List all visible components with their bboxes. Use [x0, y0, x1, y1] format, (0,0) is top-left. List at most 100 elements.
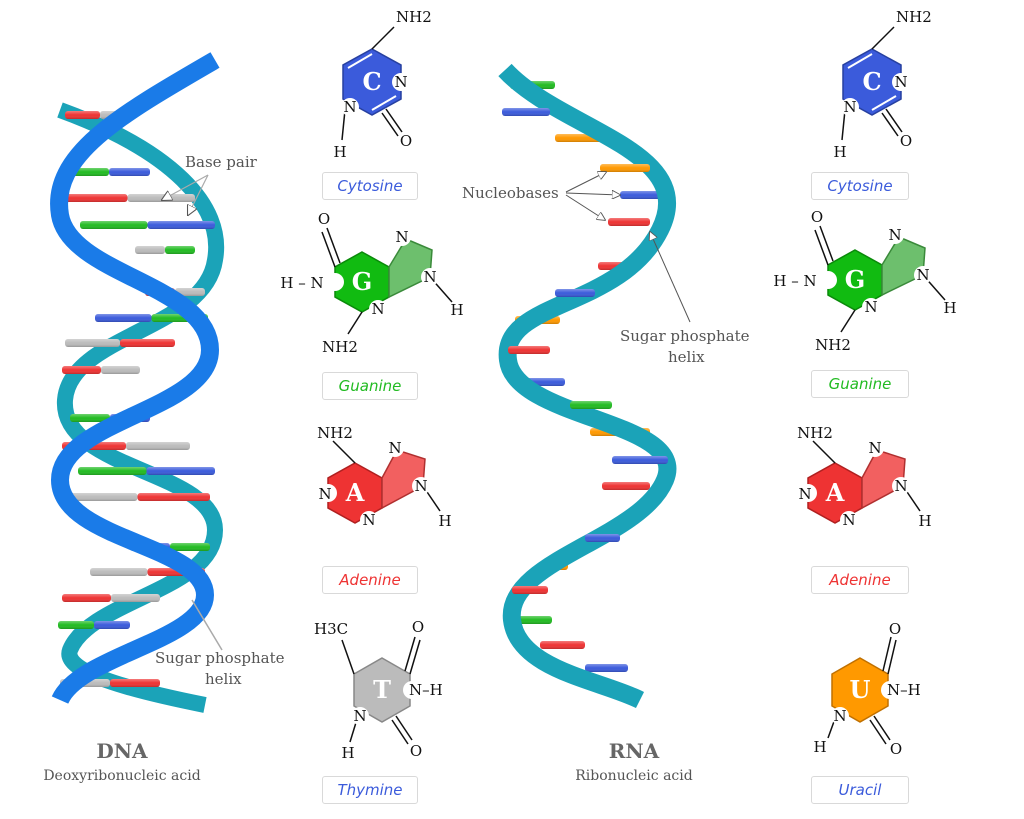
rna-nucleobase-18 [512, 586, 548, 594]
dna-base-pair-2 [68, 168, 150, 176]
guanine-n7: N [395, 228, 408, 246]
adenine-n7: N [388, 439, 401, 457]
dna-back-strand [57, 102, 225, 713]
uracil-h: H [813, 738, 826, 756]
dna-subtitle: Deoxyribonucleic acid [43, 768, 200, 784]
cytosine-structure-rna: C NH2 N N H O [833, 8, 931, 161]
cytosine-n3: N [394, 73, 407, 91]
thymine-nh: N–H [409, 681, 443, 699]
uracil-letter: U [850, 675, 871, 704]
nucleobases-label: Nucleobases [462, 184, 559, 202]
guanine-letter: G [352, 267, 373, 296]
dna-front-strand [50, 52, 220, 705]
cytosine-structure-dna: C NH2 N N H O [333, 8, 431, 161]
rna-sugar-label-line1: Sugar phosphate [620, 327, 750, 345]
rna-nucleobase-20 [540, 641, 585, 649]
adenine-structure-dna: A NH2 N N N N H [317, 424, 451, 530]
cytosine-h: H [333, 143, 346, 161]
thymine-o2: O [410, 742, 422, 760]
cytosine-o-2: O [900, 132, 912, 150]
rna-nucleobase-6 [608, 218, 650, 226]
base-pair-arrow-1 [162, 174, 209, 200]
nucleobases-arrow-3 [565, 194, 605, 220]
guanine-nh2: NH2 [322, 338, 358, 356]
cytosine-n3-2: N [894, 73, 907, 91]
dna-base-pair-5 [135, 246, 195, 254]
guanine-name-rna: Guanine [811, 370, 909, 398]
base-pair-label: Base pair [185, 153, 258, 171]
adenine-name-dna: Adenine [322, 566, 418, 594]
thymine-structure: T H3C O N–H N H O [314, 618, 443, 762]
guanine-letter-2: G [845, 265, 866, 294]
guanine-n3: N [371, 300, 384, 318]
guanine-h: H [450, 301, 463, 319]
rna-nucleobase-16 [585, 534, 620, 542]
uracil-structure: U O N–H N H O [813, 620, 920, 758]
dna-sugar-label-line1: Sugar phosphate [155, 649, 285, 667]
adenine-n9: N [414, 477, 427, 495]
cytosine-name-rna: Cytosine [811, 172, 909, 200]
thymine-letter: T [373, 675, 391, 704]
adenine-structure-rna: A NH2 N N N N H [797, 424, 931, 530]
guanine-structure-rna: G O H – N N N N H NH2 [773, 208, 956, 354]
rna-nucleobase-4 [600, 164, 650, 172]
dna-base-pair-4 [80, 221, 215, 229]
guanine-n3-2: N [864, 298, 877, 316]
uracil-name: Uracil [811, 776, 909, 804]
dna-title: DNA [96, 739, 148, 763]
rna-nucleobases-front [502, 108, 668, 649]
dna-base-pair-3 [60, 194, 195, 202]
guanine-name-dna: Guanine [322, 372, 418, 400]
nucleobases-arrow-1 [565, 172, 606, 193]
adenine-letter: A [345, 478, 365, 507]
rna-strand [498, 63, 677, 709]
adenine-n3: N [362, 511, 375, 529]
adenine-n1: N [318, 485, 331, 503]
thymine-name: Thymine [322, 776, 418, 804]
cytosine-letter: C [362, 67, 381, 96]
cytosine-name-dna: Cytosine [322, 172, 418, 200]
dna-base-pair-16 [62, 594, 160, 602]
adenine-nh2-2: NH2 [797, 424, 833, 442]
uracil-o4: O [889, 620, 901, 638]
adenine-n9-2: N [894, 477, 907, 495]
cytosine-letter-2: C [862, 67, 881, 96]
cytosine-n1: N [343, 98, 356, 116]
rna-sugar-label-line2: helix [668, 348, 705, 366]
adenine-h-2: H [918, 512, 931, 530]
rna-nucleobase-10 [508, 346, 550, 354]
rna-title: RNA [609, 739, 660, 763]
thymine-h3c: H3C [314, 620, 348, 638]
dna-sugar-label-line2: helix [205, 670, 242, 688]
rna-single-helix [498, 63, 677, 709]
guanine-o: O [318, 210, 330, 228]
dna-base-pair-9 [62, 366, 140, 374]
dna-double-helix [50, 52, 225, 713]
guanine-structure-dna: G O H – N N N N H NH2 [280, 210, 463, 356]
nucleobases-arrow-2 [565, 193, 620, 195]
rna-nucleobase-12 [570, 401, 612, 409]
adenine-n1-2: N [798, 485, 811, 503]
rna-nucleobase-14 [612, 456, 668, 464]
dna-base-pair-12 [78, 467, 215, 475]
dna-base-pair-13 [65, 493, 210, 501]
guanine-n9-2: N [916, 266, 929, 284]
rna-sugar-pointer [650, 232, 691, 323]
rna-nucleobase-21 [585, 664, 628, 672]
rna-nucleobase-2 [502, 108, 550, 116]
cytosine-n1-2: N [843, 98, 856, 116]
thymine-o4: O [412, 618, 424, 636]
rna-subtitle: Ribonucleic acid [575, 768, 692, 784]
uracil-o2: O [890, 740, 902, 758]
dna-sugar-pointer [191, 599, 223, 651]
guanine-n9: N [423, 268, 436, 286]
adenine-n7-2: N [868, 439, 881, 457]
adenine-name-rna: Adenine [811, 566, 909, 594]
guanine-hn-2: H – N [773, 272, 816, 290]
adenine-n3-2: N [842, 511, 855, 529]
guanine-nh2-2: NH2 [815, 336, 851, 354]
dna-base-pair-17 [58, 621, 130, 629]
adenine-letter-2: A [825, 478, 845, 507]
rna-nucleobase-8 [555, 289, 595, 297]
thymine-n1: N [353, 707, 366, 725]
